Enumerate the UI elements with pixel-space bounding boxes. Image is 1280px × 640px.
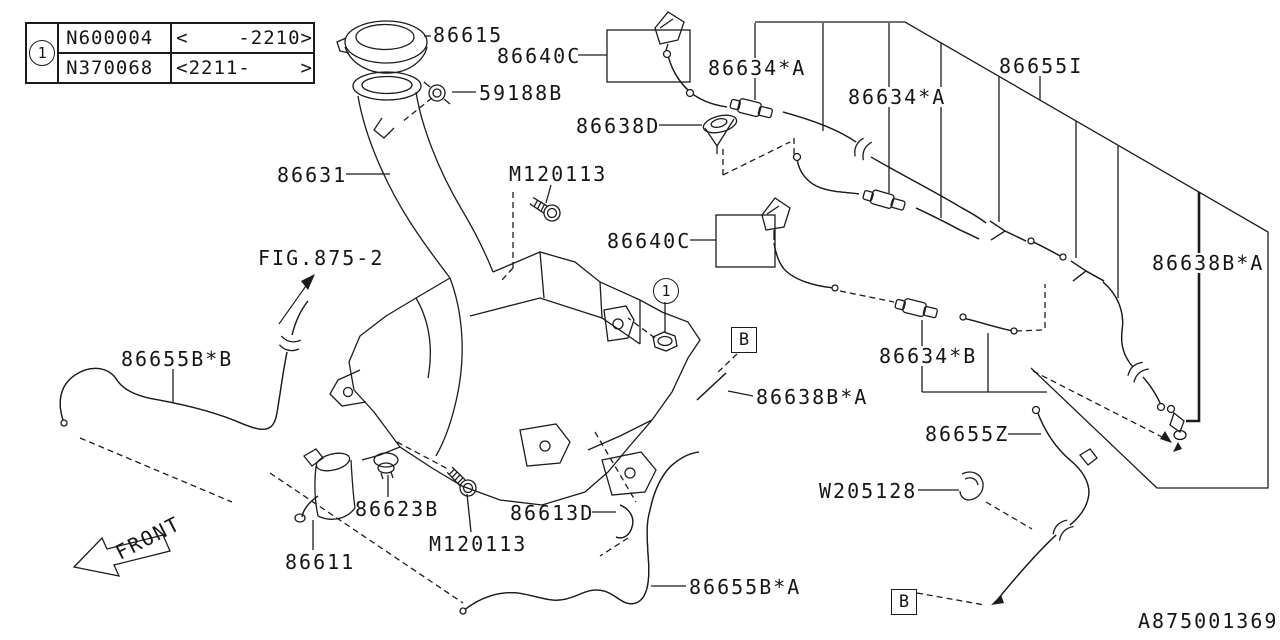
part-label-86640C-top: 86640C <box>497 44 582 68</box>
nozzle-top-drawing <box>654 11 685 51</box>
applicability-cell: < -2210> <box>176 27 313 49</box>
nozzle-d-drawing <box>702 114 738 154</box>
nozzle-mid-drawing <box>761 197 791 240</box>
hose-break-marks <box>278 136 1150 542</box>
leader-joint-right-bold <box>1186 192 1201 423</box>
cowl-zone-outline <box>755 21 1269 489</box>
part-label-86655Z: 86655Z <box>925 422 1010 446</box>
part-label-86615: 86615 <box>433 23 504 47</box>
table-row: N370068 <2211- > <box>59 52 313 82</box>
reference-table: 1 N600004 < -2210> N370068 <2211- > <box>25 22 315 84</box>
part-label-M120113-bottom: M120113 <box>429 532 528 556</box>
part-label-86634A-1: 86634*A <box>706 56 809 80</box>
part-label-86634A-2: 86634*A <box>846 85 949 109</box>
flange-nut-drawing <box>652 331 678 352</box>
washer-pump-drawing <box>294 448 356 523</box>
joint-a1-drawing <box>729 98 773 119</box>
dashed-reference-lines <box>79 97 1167 606</box>
table-row: N600004 < -2210> <box>59 24 313 52</box>
part-label-86638D: 86638D <box>576 114 661 138</box>
joint-right-drawing <box>1166 404 1187 452</box>
part-number-cell: N370068 <box>59 54 173 82</box>
nozzle-top-callout-box <box>606 29 691 83</box>
dashed-arrowhead <box>1160 431 1172 443</box>
nozzle-mid-callout-box <box>715 214 776 268</box>
part-label-M120113-top: M120113 <box>509 162 608 186</box>
applicability-cell: <2211- > <box>176 57 313 79</box>
filler-neck-drawing <box>352 71 494 279</box>
joint-a2-drawing <box>862 189 906 211</box>
hose-end-arrow <box>991 595 1004 605</box>
part-label-W205128: W205128 <box>819 479 918 503</box>
part-label-86655I: 86655I <box>999 54 1084 78</box>
drawing-number: A875001369 <box>1138 609 1279 633</box>
part-label-86631: 86631 <box>277 163 348 187</box>
leader-lines-top <box>754 23 1119 298</box>
section-b-marker-1: B <box>731 327 757 353</box>
reference-1-marker: 1 <box>29 40 56 66</box>
reference-1-marker-mid: 1 <box>653 278 679 304</box>
part-label-86655BB: 86655B*B <box>121 347 234 371</box>
part-label-86640C-mid: 86640C <box>607 229 692 253</box>
joint-b-drawing <box>894 298 938 319</box>
hose-z-fitting <box>1079 448 1098 466</box>
washer-tank-drawing <box>329 251 701 506</box>
part-label-86611: 86611 <box>285 550 356 574</box>
part-label-86638BA-mid: 86638B*A <box>756 385 869 409</box>
part-number-cell: N600004 <box>59 24 173 52</box>
front-arrow: FRONT <box>72 511 185 577</box>
fig-ref-arrow <box>278 274 315 325</box>
bolt-bottom-drawing <box>446 466 477 497</box>
part-label-86638BA-right: 86638B*A <box>1150 251 1267 275</box>
fig-ref-label: FIG.875-2 <box>258 246 385 270</box>
hose-end-fittings <box>60 49 1166 615</box>
label-leaders <box>172 35 1041 587</box>
reference-table-symbol-cell: 1 <box>27 24 60 82</box>
reservoir-cap-drawing <box>336 20 428 74</box>
part-label-86613D: 86613D <box>510 501 595 525</box>
section-b-marker-2: B <box>891 589 917 615</box>
part-label-59188B: 59188B <box>479 81 564 105</box>
neck-clip-drawing <box>423 81 451 105</box>
part-label-86655BA: 86655B*A <box>689 575 802 599</box>
bolt-top-drawing <box>529 197 561 222</box>
part-label-86634B: 86634*B <box>877 344 980 368</box>
grommet-drawing <box>373 452 399 480</box>
clip-w-drawing <box>959 471 984 501</box>
part-label-86623B: 86623B <box>355 497 440 521</box>
